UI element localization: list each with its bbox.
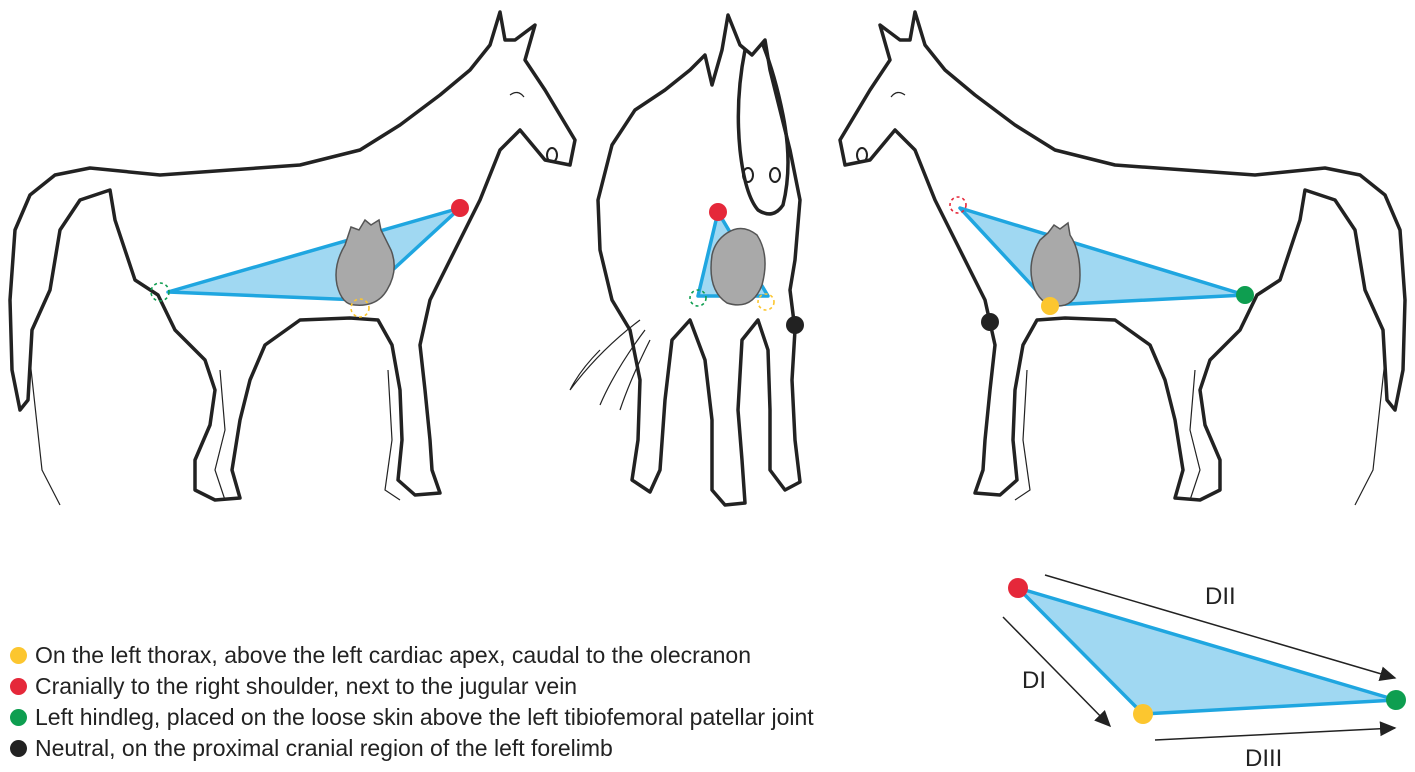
legend-text: Neutral, on the proximal cranial region … bbox=[35, 735, 613, 762]
center-horse-face bbox=[738, 45, 788, 214]
legend-text: Cranially to the right shoulder, next to… bbox=[35, 673, 577, 700]
lead-triangle-yellow-node bbox=[1133, 704, 1153, 724]
left-horse-triangle bbox=[168, 208, 460, 300]
lead-triangle-red-node bbox=[1008, 578, 1028, 598]
right-horse-triangle bbox=[960, 208, 1245, 305]
left-horse-red-electrode bbox=[451, 199, 469, 217]
right-horse-eye bbox=[891, 92, 905, 97]
right-horse bbox=[840, 12, 1405, 505]
lead-label-d3: DIII bbox=[1245, 745, 1282, 772]
right-horse-ring-red bbox=[950, 197, 966, 213]
black-dot-icon bbox=[10, 740, 27, 757]
left-horse-eye bbox=[510, 92, 524, 97]
left-horse bbox=[10, 12, 575, 505]
center-horse-outline bbox=[598, 15, 800, 505]
lead-triangle: DII DI DIII bbox=[1003, 575, 1406, 772]
lead-arrow-d3 bbox=[1155, 728, 1395, 740]
lead-label-d2: DII bbox=[1205, 583, 1236, 610]
red-dot-icon bbox=[10, 678, 27, 695]
legend-item-yellow: On the left thorax, above the left cardi… bbox=[10, 640, 814, 671]
center-horse-black-electrode bbox=[786, 316, 804, 334]
center-horse-nostril-right bbox=[770, 168, 780, 182]
left-horse-far-legs bbox=[30, 360, 400, 505]
green-dot-icon bbox=[10, 709, 27, 726]
legend-item-black: Neutral, on the proximal cranial region … bbox=[10, 733, 814, 764]
legend-item-green: Left hindleg, placed on the loose skin a… bbox=[10, 702, 814, 733]
legend-item-red: Cranially to the right shoulder, next to… bbox=[10, 671, 814, 702]
lead-label-d1: DI bbox=[1022, 667, 1046, 694]
right-horse-yellow-electrode bbox=[1041, 297, 1059, 315]
center-horse-heart bbox=[711, 228, 765, 304]
right-horse-green-electrode bbox=[1236, 286, 1254, 304]
legend-text: Left hindleg, placed on the loose skin a… bbox=[35, 704, 814, 731]
lead-triangle-green-node bbox=[1386, 690, 1406, 710]
center-horse-red-electrode bbox=[709, 203, 727, 221]
right-horse-black-electrode bbox=[981, 313, 999, 331]
right-horse-far-legs bbox=[1015, 360, 1385, 505]
electrode-legend: On the left thorax, above the left cardi… bbox=[10, 640, 814, 764]
yellow-dot-icon bbox=[10, 647, 27, 664]
center-horse bbox=[570, 15, 804, 505]
legend-text: On the left thorax, above the left cardi… bbox=[35, 642, 751, 669]
